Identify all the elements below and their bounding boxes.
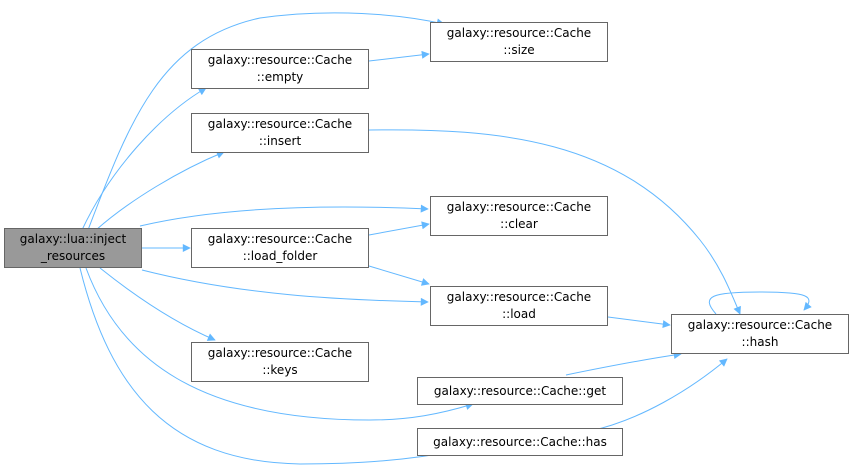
- node-cache-clear-line1: galaxy::resource::Cache: [446, 200, 592, 214]
- node-cache-load-folder-line1: galaxy::resource::Cache: [207, 232, 353, 246]
- edge-hash-hash: [708, 291, 812, 315]
- edge-empty-size: [368, 50, 430, 62]
- node-cache-has[interactable]: galaxy::resource::Cache::has: [417, 428, 623, 456]
- node-cache-get[interactable]: galaxy::resource::Cache::get: [417, 377, 623, 405]
- node-cache-insert-line1: galaxy::resource::Cache: [207, 117, 353, 131]
- node-cache-has-label: galaxy::resource::Cache::has: [433, 434, 607, 449]
- node-cache-load-folder[interactable]: galaxy::resource::Cache ::load_folder: [191, 228, 369, 268]
- edge-has-hash: [589, 358, 728, 432]
- node-cache-get-label: galaxy::resource::Cache::get: [433, 383, 607, 398]
- node-cache-keys-line2: ::keys: [262, 363, 298, 377]
- node-cache-size[interactable]: galaxy::resource::Cache ::size: [430, 22, 608, 62]
- edge-root-size: [87, 12, 445, 231]
- node-cache-hash-line2: ::hash: [741, 335, 779, 349]
- node-cache-hash-line1: galaxy::resource::Cache: [687, 318, 833, 332]
- node-inject-resources-line2: _resources: [40, 249, 106, 263]
- node-cache-empty-line1: galaxy::resource::Cache: [207, 53, 353, 67]
- node-cache-insert[interactable]: galaxy::resource::Cache ::insert: [191, 113, 369, 153]
- node-cache-insert-line2: ::insert: [258, 134, 302, 148]
- node-cache-clear-line2: ::clear: [500, 217, 538, 231]
- node-cache-size-line1: galaxy::resource::Cache: [446, 26, 592, 40]
- node-cache-load-line2: ::load: [502, 307, 536, 321]
- edge-root-has: [79, 267, 462, 465]
- edge-root-empty: [81, 87, 207, 231]
- edge-root-load: [141, 269, 429, 306]
- node-cache-keys-line1: galaxy::resource::Cache: [207, 346, 353, 360]
- node-cache-keys[interactable]: galaxy::resource::Cache ::keys: [191, 342, 369, 382]
- edge-root-insert: [95, 151, 225, 231]
- node-cache-empty-line2: ::empty: [256, 70, 304, 84]
- node-cache-load-line1: galaxy::resource::Cache: [446, 290, 592, 304]
- node-cache-empty[interactable]: galaxy::resource::Cache ::empty: [191, 49, 369, 89]
- edge-load-hash: [607, 316, 671, 329]
- node-cache-clear[interactable]: galaxy::resource::Cache ::clear: [430, 196, 608, 236]
- edge-root-get: [85, 267, 474, 421]
- node-cache-load[interactable]: galaxy::resource::Cache ::load: [430, 286, 608, 326]
- edge-load_folder-clear: [368, 221, 430, 236]
- edge-load_folder-load: [368, 265, 430, 286]
- node-cache-load-folder-line2: ::load_folder: [242, 249, 318, 263]
- node-cache-size-line2: ::size: [503, 43, 535, 57]
- edge-root-clear: [139, 204, 429, 227]
- node-inject-resources-line1: galaxy::lua::inject: [19, 232, 127, 246]
- edge-insert-hash: [368, 129, 741, 315]
- edge-get-hash: [565, 351, 682, 376]
- node-inject-resources: galaxy::lua::inject _resources: [4, 228, 142, 268]
- edge-root-keys: [99, 267, 216, 341]
- node-cache-hash[interactable]: galaxy::resource::Cache ::hash: [671, 314, 849, 354]
